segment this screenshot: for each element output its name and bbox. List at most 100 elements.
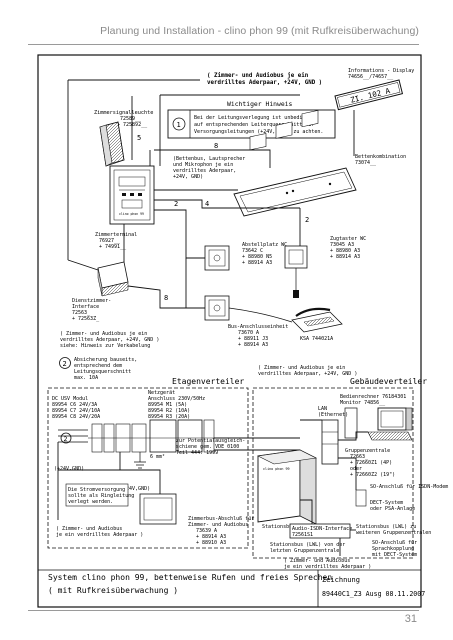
svg-text:+ 88910 A3: + 88910 A3 <box>196 540 226 546</box>
svg-text:73670 A: 73670 A <box>238 330 259 336</box>
svg-text:clino phon 99: clino phon 99 <box>263 467 290 471</box>
svg-text:89954 R2 (10A): 89954 R2 (10A) <box>148 408 190 414</box>
svg-text:2: 2 <box>305 216 309 224</box>
svg-text:verdrilltes Aderpaar, +24V, GN: verdrilltes Aderpaar, +24V, GND ) <box>207 80 322 86</box>
svg-text:+ 88980 N5: + 88980 N5 <box>242 254 272 260</box>
svg-text:Gruppenzentrale: Gruppenzentrale <box>345 448 390 454</box>
svg-text:5: 5 <box>137 134 141 142</box>
svg-text:SO-Anschluß für: SO-Anschluß für <box>372 540 417 546</box>
page-number: 31 <box>404 613 417 625</box>
svg-text:89440C1_Z3 Ausg 08.11.2007: 89440C1_Z3 Ausg 08.11.2007 <box>322 590 425 598</box>
svg-text:Die Stromversorgung: Die Stromversorgung <box>68 487 125 493</box>
din-rail-units <box>58 419 218 453</box>
svg-text:72561S1: 72561S1 <box>292 532 313 538</box>
building-wiring <box>300 419 368 556</box>
bottom-audio-note: ( Zimmer- und Audiobus je ein verdrillte… <box>56 526 143 538</box>
svg-text:Bettenkombination: Bettenkombination <box>355 154 406 160</box>
svg-text:(Bettenbus, Lautsprecher: (Bettenbus, Lautsprecher <box>173 156 245 162</box>
fuse-marker: 2 <box>60 432 72 444</box>
svg-text:Zimmer- und Audiobus: Zimmer- und Audiobus <box>188 522 248 528</box>
svg-text:89954 M1 (5A): 89954 M1 (5A) <box>148 402 187 408</box>
svg-text:entsprechend dem: entsprechend dem <box>74 363 122 369</box>
drawing-frame <box>37 54 422 608</box>
svg-text:Zimmersignalleuchte: Zimmersignalleuchte <box>94 110 153 116</box>
svg-text:Zimmerterminal: Zimmerterminal <box>95 232 137 238</box>
bed-bus-note: (Bettenbus, Lautsprecher und Mikrophon j… <box>173 156 245 180</box>
svg-text:6 mm²: 6 mm² <box>150 454 165 460</box>
svg-text:Teil 444: 1999: Teil 444: 1999 <box>176 450 218 456</box>
svg-text:+ 88914 A3: + 88914 A3 <box>238 342 268 348</box>
floor-distributor-box <box>47 387 249 549</box>
svg-text:verdrilltes Aderpaar,: verdrilltes Aderpaar, <box>173 168 236 174</box>
svg-text:+ 88914 A3: + 88914 A3 <box>196 534 226 540</box>
header-rule <box>28 44 419 45</box>
svg-text:Bedienrechner 76184301: Bedienrechner 76184301 <box>340 394 406 400</box>
room-audio-terminal: Zimmerbus-Abschluß für Zimmer- und Audio… <box>139 493 254 546</box>
svg-text:8: 8 <box>214 142 218 150</box>
svg-text:+ 88914 A3: + 88914 A3 <box>330 254 360 260</box>
pull-switch-wc: Abstellplatz WC 73642 C + 88980 N5 + 889… <box>204 242 287 271</box>
svg-text:1: 1 <box>177 121 181 129</box>
page-header: Planung und Installation - clino phon 99… <box>0 0 453 50</box>
lan-label: LAN (Ethernet) <box>318 406 348 418</box>
isdn-dect-notes: SO-Anschluß für ISDN-Modem DECT-System o… <box>355 484 448 512</box>
svg-text:SO-Anschluß für ISDN-Modem: SO-Anschluß für ISDN-Modem <box>370 484 448 490</box>
wire-numbers: 5 8 2 4 2 8 <box>137 134 309 302</box>
svg-text:Netzgerät: Netzgerät <box>148 390 175 396</box>
svg-text:sollte als Ringleitung: sollte als Ringleitung <box>68 493 134 499</box>
floor-bus-note: ( Zimmer- und Audiobus je ein verdrillte… <box>258 365 357 377</box>
svg-text:Anschluss 230V/50Hz: Anschluss 230V/50Hz <box>148 396 205 402</box>
svg-text:( Zimmer- und Audiobus: ( Zimmer- und Audiobus <box>284 558 350 564</box>
svg-text:+ 88980 A3: + 88980 A3 <box>330 248 360 254</box>
equipotential-note: zur Potentialausgleich- schiene gem. VDE… <box>134 438 245 469</box>
room-wiring <box>67 79 355 309</box>
svg-text:Versorgungsleitungen (+24V, GN: Versorgungsleitungen (+24V, GND) zu acht… <box>194 129 323 135</box>
svg-text:+ 725892__: + 725892__ <box>117 122 148 128</box>
svg-text:73642 C: 73642 C <box>242 248 263 254</box>
telephone: KSA 744021A <box>228 307 343 342</box>
audio-isdn-interface: Audio-ISDN-Interface 72561S1 <box>289 523 352 539</box>
drawing-number: Zeichnung 89440C1_Z3 Ausg 08.11.2007 <box>322 576 425 598</box>
audio-bus-note: ( Zimmer- und Audiobus je ein verdrillte… <box>60 331 159 349</box>
building-distributor-box <box>252 387 414 559</box>
svg-text:Wichtiger Hinweis: Wichtiger Hinweis <box>227 100 293 108</box>
svg-text:+ 74991__: + 74991__ <box>99 244 127 250</box>
svg-text:siehe: Hinweis zur Verkabelung: siehe: Hinweis zur Verkabelung <box>60 343 150 349</box>
svg-text:Zugtaster WC: Zugtaster WC <box>330 236 366 242</box>
svg-text:72563_: 72563_ <box>72 310 91 316</box>
svg-text:je ein verdrilltes Aderpaar ): je ein verdrilltes Aderpaar ) <box>56 532 143 538</box>
svg-text:max. 10A: max. 10A <box>74 375 98 381</box>
svg-text:weiteren Gruppenzentralen: weiteren Gruppenzentralen <box>356 530 431 536</box>
svg-text:KSA 744021A: KSA 744021A <box>300 336 333 342</box>
svg-text:mit DECT-System: mit DECT-System <box>372 552 417 558</box>
svg-text:auf entsprechenden Leiterquers: auf entsprechenden Leiterquerschnitt der <box>194 122 314 128</box>
svg-text:+ 72660Z1 (4P): + 72660Z1 (4P) <box>350 460 392 466</box>
svg-text:+ 88911 J3: + 88911 J3 <box>238 336 268 342</box>
svg-text:76927__: 76927__ <box>99 238 121 244</box>
room-terminal: clino phon 99 Zimmerterminal 76927__ + 7… <box>95 165 155 250</box>
svg-text:Stationsbus (LWL) von der: Stationsbus (LWL) von der <box>270 542 345 548</box>
svg-text:( Zimmer- und Audiobus je ein: ( Zimmer- und Audiobus je ein <box>60 331 147 337</box>
info-display: Informations - Display 74656__/74657__ Z… <box>334 68 414 111</box>
svg-text:Bei der Leitungsverlegung ist: Bei der Leitungsverlegung ist unbedingt <box>194 115 311 121</box>
servant-interface: Dienstzimmer- Interface 72563_ + 72563Z_ <box>72 261 129 322</box>
ring-line-note: Die Stromversorgung sollte als Ringleitu… <box>65 483 134 507</box>
svg-text:(Ethernet): (Ethernet) <box>318 412 348 418</box>
header-title: Planung und Installation - clino phon 99… <box>100 25 419 37</box>
svg-text:+ 72563Z_: + 72563Z_ <box>72 316 100 322</box>
svg-text:89954 R3 (20A): 89954 R3 (20A) <box>148 414 190 420</box>
svg-text:2: 2 <box>174 200 178 208</box>
svg-text:4: 4 <box>205 200 209 208</box>
svg-text:73074__: 73074__ <box>355 160 377 166</box>
svg-text:Stationsbus (LWL): Stationsbus (LWL) <box>262 524 313 530</box>
bus-connection-unit: Bus-Anschlusseinheit 73670 A + 88911 J3 … <box>204 295 288 348</box>
svg-text:89954 C8 24V/20A: 89954 C8 24V/20A <box>52 414 100 420</box>
floor-distributor-label: Etagenverteiler <box>172 377 244 386</box>
lwl-notes: Stationsbus (LWL) zu weiteren Gruppenzen… <box>270 524 431 558</box>
svg-text:Sprachkopplung: Sprachkopplung <box>372 546 414 552</box>
svg-text:Stationsbus (LWL) zu: Stationsbus (LWL) zu <box>356 524 416 530</box>
svg-text:Zeichnung: Zeichnung <box>322 576 360 584</box>
bed-combination: Bettenkombination 73074__ <box>233 110 406 217</box>
svg-text:verdrilltes Aderpaar, +24V, GN: verdrilltes Aderpaar, +24V, GND ) <box>60 337 159 343</box>
svg-text:Zimmerbus-Abschluß für: Zimmerbus-Abschluß für <box>188 516 254 522</box>
